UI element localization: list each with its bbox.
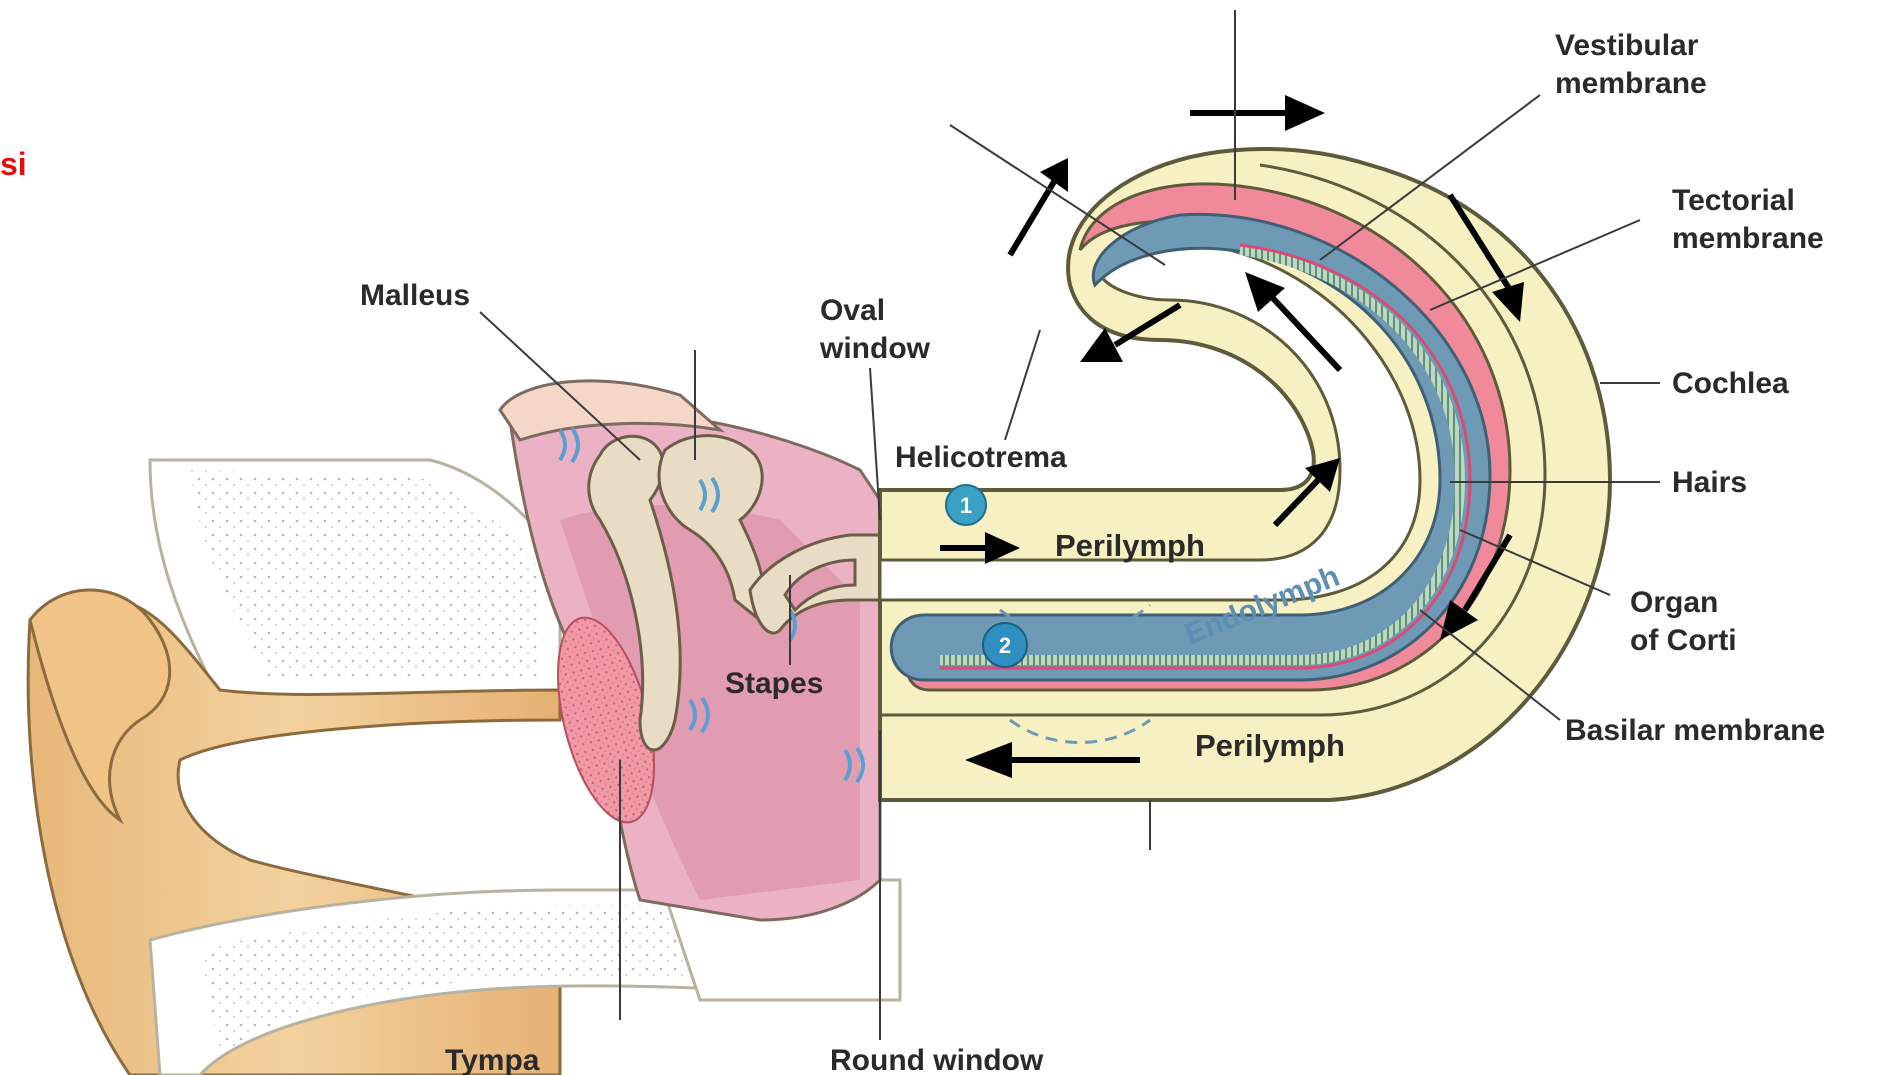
marker-2: 2 [983,623,1027,667]
label-organ-1: Organ [1630,586,1718,619]
arrow-up-2 [1010,158,1068,255]
label-round-window: Round window [830,1044,1044,1075]
label-oval-window-1: Oval [820,294,885,327]
label-vestibular-1: Vestibular [1555,29,1699,62]
corner-text: si [0,146,27,182]
label-perilymph-top: Perilymph [1055,528,1205,563]
label-helicotrema: Helicotrema [895,441,1067,474]
label-tympanic: Tympa [445,1044,540,1075]
marker-2-label: 2 [999,633,1011,658]
label-stapes: Stapes [725,667,823,700]
middle-ear [500,381,921,920]
label-organ-2: of Corti [1630,624,1737,657]
label-tectorial-1: Tectorial [1672,184,1795,217]
cochlea [880,149,1610,800]
label-oval-window-2: window [819,332,931,365]
arrow-right-upper [1190,95,1325,131]
label-basilar: Basilar membrane [1565,714,1825,747]
label-malleus: Malleus [360,279,470,312]
label-tectorial-2: membrane [1672,222,1824,255]
marker-1: 1 [946,485,986,525]
marker-1-label: 1 [960,493,972,518]
leader-helicotrema [1005,330,1040,440]
label-perilymph-bottom: Perilymph [1195,728,1345,763]
label-vestibular-2: membrane [1555,67,1707,100]
label-cochlea: Cochlea [1672,367,1789,400]
label-hairs: Hairs [1672,466,1747,499]
